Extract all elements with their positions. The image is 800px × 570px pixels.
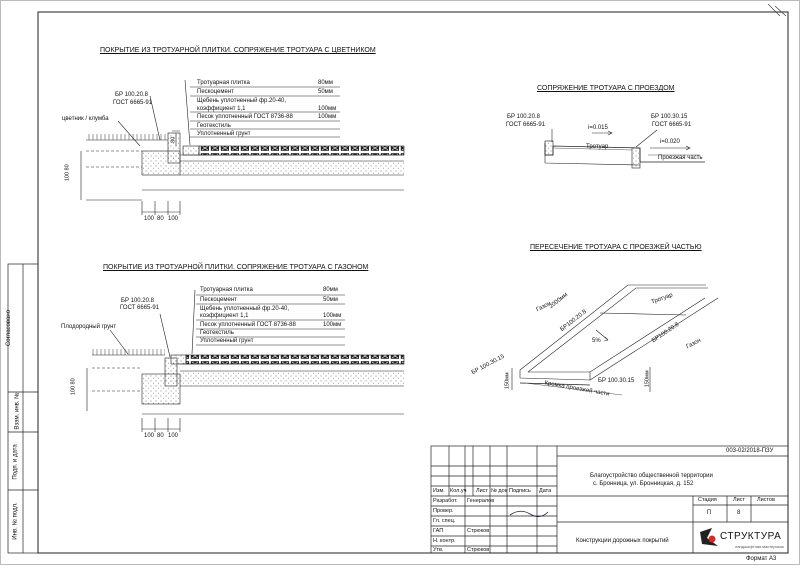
layer-name: Щебень уплотненный фр.20-40,	[197, 98, 287, 104]
col-header: Изм.	[433, 488, 445, 494]
layer-name: Песок уплотненный ГОСТ 8736-88	[197, 114, 293, 120]
role-name: Стрюков	[467, 528, 490, 534]
dim-150: 150мм	[644, 370, 651, 388]
company-logo: СТРУКТУРА	[720, 531, 782, 542]
carriageway-label: Проезжая часть	[658, 155, 703, 161]
detail-lawn	[86, 289, 405, 432]
layer-name: Тротуарная плитка	[197, 80, 250, 86]
dim-vertical: 100 80	[70, 378, 77, 396]
col-header: Подпись	[509, 488, 531, 494]
dim-bottom: 80	[157, 216, 164, 222]
fertile-soil-label: Плодородный грунт	[61, 324, 117, 330]
role-label: Разработ.	[433, 498, 458, 504]
gost-label: ГОСТ 6665-91	[113, 100, 153, 106]
percent-label: 5%	[592, 338, 601, 344]
dim-bottom: 100	[168, 216, 179, 222]
role-name: Стрюков	[467, 547, 490, 553]
role-name: Генералов	[467, 498, 495, 504]
curb-label: БР 100.30.15	[651, 114, 688, 120]
layer-name: Геотекстиль	[197, 123, 231, 129]
curb-label: БР 100.20.8	[507, 114, 540, 120]
heading-driveway: СОПРЯЖЕНИЕ ТРОТУАРА С ПРОЕЗДОМ	[537, 85, 675, 92]
sheet-title: Конструкции дорожных покрытий	[576, 538, 669, 544]
stamp-sign-date: Подп. и дата	[12, 444, 19, 480]
dim-80: 80	[170, 136, 177, 143]
dim-150: 150мм	[504, 372, 511, 390]
layer-name: коэффициент 1,1	[197, 106, 246, 112]
role-label: ГАП	[433, 528, 444, 534]
slope-label: i=0.015	[588, 125, 608, 131]
curb-diag-label: БР 100.30.15	[598, 378, 635, 384]
role-label: Гл. спец.	[433, 518, 456, 524]
layer-name: Песок уплотненный ГОСТ 8736-88	[200, 322, 296, 328]
sheet-label: Лист	[733, 497, 745, 503]
object-name: Благоустройство общественной территории	[590, 473, 713, 479]
detail-flowerbed	[80, 79, 405, 215]
layer-thickness: 100мм	[318, 106, 337, 112]
dim-bottom: 100	[144, 216, 155, 222]
layer-thickness: 50мм	[323, 297, 338, 303]
role-label: Провер.	[433, 508, 454, 514]
curb-label: БР 100.20.8	[121, 298, 154, 304]
curb-label: БР 100.20.8	[115, 92, 148, 98]
heading-lawn: ПОКРЫТИЕ ИЗ ТРОТУАРНОЙ ПЛИТКИ. СОПРЯЖЕНИ…	[103, 264, 369, 271]
role-label: Утв.	[433, 547, 444, 553]
gost-label: ГОСТ 6665-91	[120, 305, 160, 311]
layer-thickness: 100мм	[323, 322, 342, 328]
layer-thickness: 100мм	[318, 114, 337, 120]
role-label: Н. контр.	[433, 538, 456, 544]
side-stamp	[7, 263, 39, 554]
layer-name: Пескоцемент	[197, 89, 234, 95]
layer-thickness: 50мм	[318, 89, 333, 95]
heading-crossing: ПЕРЕСЕЧЕНИЕ ТРОТУАРА С ПРОЕЗЖЕЙ ЧАСТЬЮ	[530, 244, 702, 251]
signature	[509, 510, 549, 517]
layer-name: Пескоцемент	[200, 297, 237, 303]
gost-label: ГОСТ 6665-91	[652, 122, 692, 128]
sheet-value: 8	[737, 510, 741, 516]
col-header: Дата	[539, 488, 552, 494]
flowerbed-label: цветник / клумба	[62, 116, 109, 122]
layer-name: Уплотненный грунт	[200, 338, 254, 344]
detail-crossing	[511, 284, 719, 396]
heading-flowerbed: ПОКРЫТИЕ ИЗ ТРОТУАРНОЙ ПЛИТКИ. СОПРЯЖЕНИ…	[100, 47, 376, 54]
object-address: с. Бронница, ул. Бронницкая, д. 152	[593, 481, 694, 487]
logo-mark	[700, 528, 718, 546]
layer-name: коэффициент 1,1	[200, 313, 249, 319]
dim-bottom: 100	[168, 433, 179, 439]
doc-code: 003-02/2018-ПЗУ	[726, 448, 774, 454]
paper-format: Формат А3	[746, 556, 777, 562]
stamp-inv: Инв. № подл.	[12, 502, 19, 540]
stage-value: П	[707, 510, 712, 516]
dim-bottom: 100	[144, 433, 155, 439]
layer-name: Щебень уплотненный фр.20-40,	[200, 306, 290, 312]
layer-thickness: 80мм	[323, 287, 338, 293]
col-header: Лист	[476, 488, 488, 494]
dim-vertical: 100 80	[64, 164, 71, 182]
detail-driveway	[544, 129, 705, 169]
stage-label: Стадия	[698, 497, 717, 503]
layer-thickness: 80мм	[318, 80, 333, 86]
sidewalk-label: Тротуар	[586, 144, 609, 150]
layer-thickness: 100мм	[323, 313, 342, 319]
layer-name: Тротуарная плитка	[200, 287, 253, 293]
col-header: Кол.уч	[450, 488, 467, 494]
title-block	[430, 445, 789, 554]
layer-name: Уплотненный грунт	[197, 131, 251, 137]
slope-label: i=0.020	[660, 139, 680, 145]
layer-name: Геотекстиль	[200, 330, 234, 336]
sheets-label: Листов	[757, 497, 775, 503]
dim-bottom: 80	[157, 433, 164, 439]
col-header: № док	[491, 488, 508, 494]
gost-label: ГОСТ 6665-91	[506, 122, 546, 128]
stamp-agreed: Согласовано	[6, 309, 13, 347]
stamp-replace: Взам. инв. №	[14, 392, 21, 430]
company-tagline: ландшафтная мастерская	[735, 544, 784, 549]
